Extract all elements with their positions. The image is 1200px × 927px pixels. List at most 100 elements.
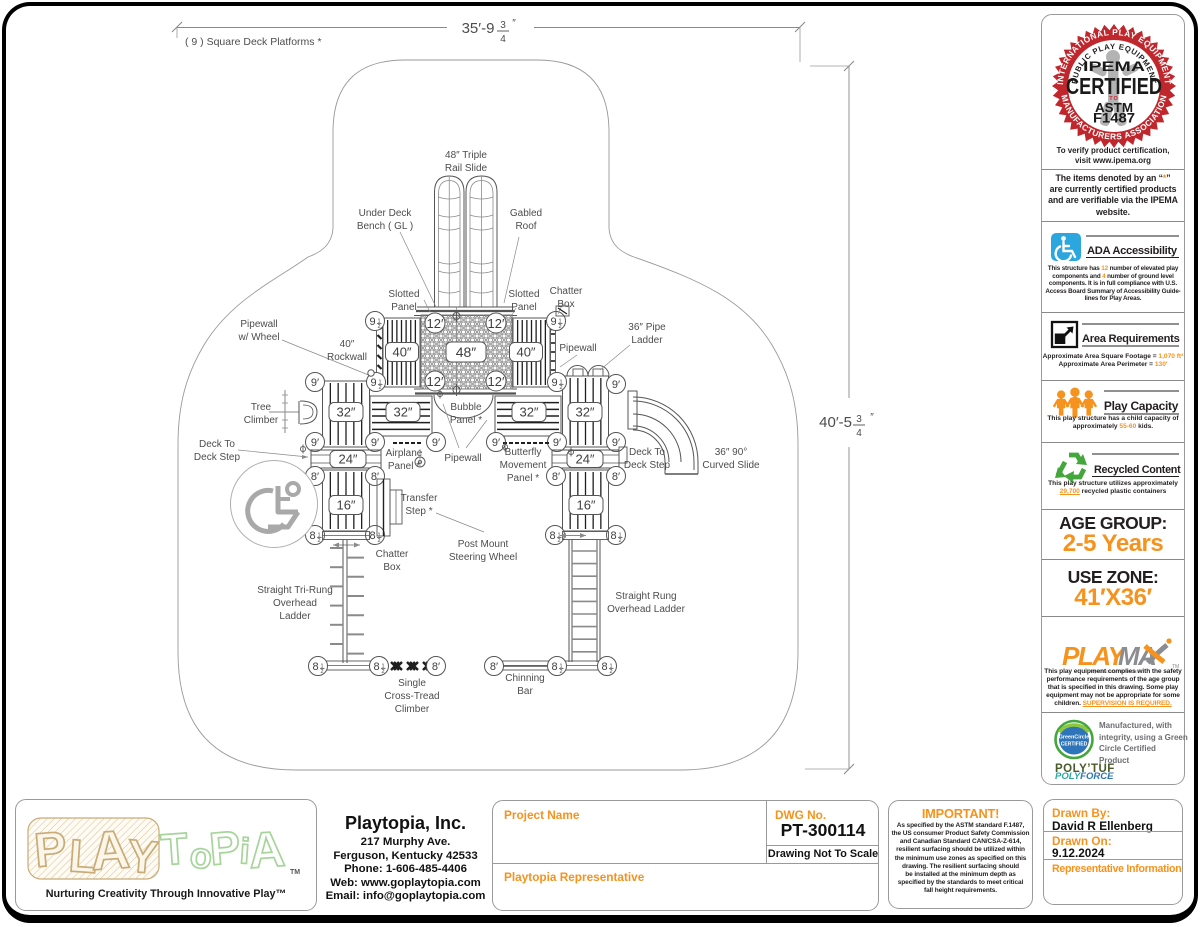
svg-text:2: 2	[320, 669, 323, 675]
svg-text:1: 1	[559, 664, 562, 670]
svg-text:3: 3	[856, 414, 862, 425]
svg-text:Airplane: Airplane	[386, 448, 423, 459]
svg-text:Recycled Content: Recycled Content	[1094, 464, 1181, 476]
svg-text:48″ Triple: 48″ Triple	[445, 150, 487, 161]
svg-text:i: i	[238, 830, 251, 872]
svg-text:Panel: Panel	[391, 302, 417, 313]
svg-text:F1487: F1487	[1093, 111, 1135, 126]
svg-text:9′: 9′	[612, 379, 620, 391]
svg-text:Tree: Tree	[251, 402, 272, 413]
svg-text:8′: 8′	[490, 661, 498, 673]
svg-text:( 9 ) Square Deck Platforms *: ( 9 ) Square Deck Platforms *	[185, 36, 322, 48]
svg-text:Overhead: Overhead	[273, 598, 317, 609]
svg-text:1: 1	[557, 533, 560, 539]
svg-text:Step *: Step *	[405, 506, 432, 517]
svg-text:9′: 9′	[311, 437, 319, 449]
svg-text:Nurturing Creativity Through I: Nurturing Creativity Through Innovative …	[46, 888, 287, 900]
svg-text:1: 1	[618, 533, 621, 539]
svg-text:Panel *: Panel *	[507, 473, 539, 484]
svg-text:1: 1	[377, 533, 380, 539]
svg-text:12′: 12′	[427, 374, 444, 389]
svg-text:32″: 32″	[519, 405, 538, 420]
svg-text:Butterfly: Butterfly	[505, 447, 542, 458]
svg-text:9: 9	[550, 316, 556, 328]
svg-text:T: T	[159, 824, 189, 875]
svg-text:8: 8	[610, 530, 616, 542]
svg-text:Chatter: Chatter	[376, 549, 409, 560]
svg-text:Straight Rung: Straight Rung	[615, 591, 676, 602]
svg-text:9′: 9′	[311, 377, 319, 389]
svg-text:TM: TM	[290, 869, 300, 876]
svg-text:Pipewall: Pipewall	[559, 343, 596, 354]
svg-text:Steering Wheel: Steering Wheel	[449, 552, 517, 563]
svg-text:Bar: Bar	[517, 686, 533, 697]
svg-text:40′-5: 40′-5	[819, 414, 852, 431]
svg-text:2: 2	[618, 538, 621, 544]
svg-text:Panel *: Panel *	[450, 415, 482, 426]
svg-text:GreenCircle: GreenCircle	[1059, 735, 1090, 741]
svg-text:CERTIFIED: CERTIFIED	[1061, 742, 1088, 748]
svg-text:12′: 12′	[488, 374, 505, 389]
svg-text:Transfer: Transfer	[401, 493, 439, 504]
svg-text:12′: 12′	[427, 316, 444, 331]
svg-text:8: 8	[369, 530, 375, 542]
svg-text:36″ Pipe: 36″ Pipe	[628, 322, 666, 333]
svg-text:ADA Accessibility: ADA Accessibility	[1087, 245, 1178, 257]
svg-text:Curved Slide: Curved Slide	[702, 460, 760, 471]
svg-text:Cross-Tread: Cross-Tread	[384, 691, 439, 702]
svg-text:Movement: Movement	[500, 460, 547, 471]
svg-text:Deck Step: Deck Step	[194, 452, 241, 463]
svg-text:1: 1	[378, 380, 381, 386]
svg-text:16″: 16″	[576, 498, 595, 513]
svg-text:8′: 8′	[432, 661, 440, 673]
svg-text:Panel *: Panel *	[388, 461, 420, 472]
svg-text:8′: 8′	[311, 471, 319, 483]
svg-text:40″: 40″	[340, 339, 355, 350]
svg-text:Bubble: Bubble	[450, 402, 482, 413]
svg-text:8′: 8′	[371, 471, 379, 483]
svg-text:A: A	[247, 821, 287, 879]
svg-text:Slotted: Slotted	[388, 289, 419, 300]
svg-text:2: 2	[377, 324, 380, 330]
svg-text:Ladder: Ladder	[631, 335, 663, 346]
svg-text:36″ 90°: 36″ 90°	[715, 447, 748, 458]
svg-text:Deck Step: Deck Step	[624, 460, 671, 471]
svg-text:Pipewall: Pipewall	[444, 453, 481, 464]
svg-text:Box: Box	[383, 562, 400, 573]
svg-text:2: 2	[557, 538, 560, 544]
svg-text:3: 3	[500, 20, 506, 31]
svg-text:8: 8	[373, 661, 379, 673]
svg-text:2: 2	[558, 324, 561, 330]
svg-text:9: 9	[551, 377, 557, 389]
svg-text:2: 2	[377, 538, 380, 544]
svg-text:12′: 12′	[488, 316, 505, 331]
svg-text:Rail Slide: Rail Slide	[445, 163, 488, 174]
svg-text:Deck To: Deck To	[629, 447, 665, 458]
svg-text:8: 8	[549, 530, 555, 542]
svg-text:Rockwall: Rockwall	[327, 352, 367, 363]
svg-text:ASTM: ASTM	[1095, 100, 1133, 115]
svg-text:1: 1	[609, 664, 612, 670]
svg-text:w/ Wheel: w/ Wheel	[237, 332, 279, 343]
svg-text:9′: 9′	[553, 437, 561, 449]
svg-text:1: 1	[381, 664, 384, 670]
svg-text:8′: 8′	[552, 471, 560, 483]
svg-text:Climber: Climber	[244, 415, 279, 426]
svg-text:Under Deck: Under Deck	[359, 208, 413, 219]
svg-text:Straight Tri-Rung: Straight Tri-Rung	[257, 585, 333, 596]
svg-text:Pipewall: Pipewall	[240, 319, 277, 330]
svg-text:Deck To: Deck To	[199, 439, 235, 450]
svg-text:Single: Single	[398, 678, 426, 689]
svg-text:A: A	[89, 819, 132, 882]
svg-text:9: 9	[370, 377, 376, 389]
svg-text:32″: 32″	[336, 405, 355, 420]
svg-text:8: 8	[601, 661, 607, 673]
svg-text:9′: 9′	[612, 437, 620, 449]
svg-text:Panel: Panel	[511, 302, 537, 313]
svg-text:Play Capacity: Play Capacity	[1104, 399, 1179, 413]
svg-text:Box: Box	[557, 299, 574, 310]
svg-text:2: 2	[378, 385, 381, 391]
svg-text:1: 1	[317, 533, 320, 539]
svg-text:9′: 9′	[492, 437, 500, 449]
svg-text:CERTIFIED: CERTIFIED	[1066, 73, 1162, 99]
